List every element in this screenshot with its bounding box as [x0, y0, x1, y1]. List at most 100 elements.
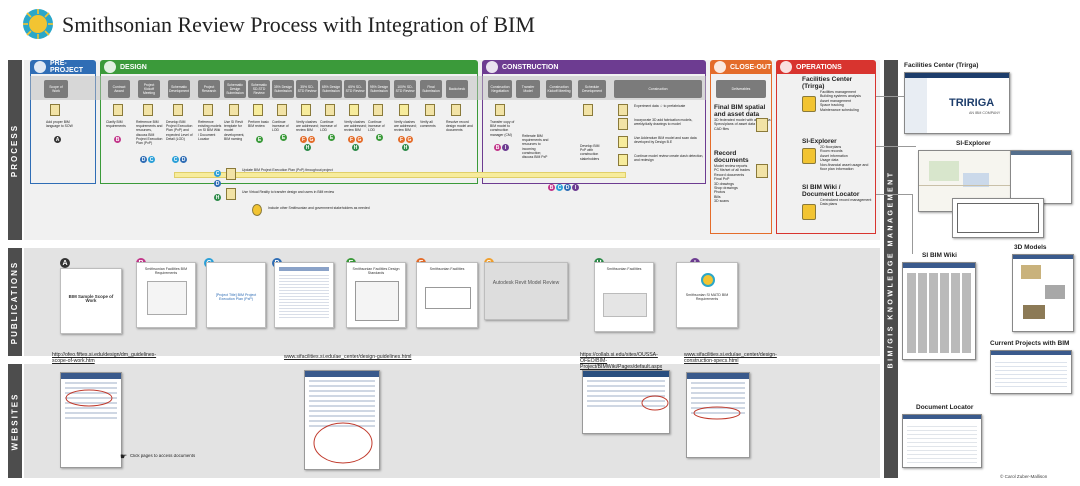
ref-badge-i: I [572, 184, 579, 191]
document-icon [277, 104, 287, 116]
ref-badge-b: B [114, 136, 121, 143]
pub-title: Smithsonian Facilities [429, 267, 465, 271]
current-projects-screenshot[interactable] [990, 350, 1072, 394]
pub-badge-a: A [60, 258, 70, 268]
note-virtual-reality: Use Virtual Reality to transfer design a… [242, 190, 335, 194]
document-icon [495, 104, 505, 116]
closeout-final-data: Final BIM spatial and asset data 3D fede… [714, 104, 772, 131]
note-develop-pxp: Develop BIM Project Execution Plan (PxP)… [166, 120, 193, 141]
phase-construction: CONSTRUCTION [482, 60, 706, 74]
ref-badge-f: F [300, 136, 307, 143]
step-construction-negotiation: Construction Negotiation [488, 80, 512, 98]
website-screenshot-bim-wiki[interactable] [582, 370, 670, 434]
note-use-revit-template: Use SI Revit template for model developm… [224, 120, 245, 141]
fc-item: Asset management [820, 98, 851, 103]
document-icon [229, 104, 239, 116]
hand-cursor-icon: ☛ [120, 452, 128, 461]
si-explorer-panel[interactable] [1010, 150, 1072, 204]
website-screenshot-sow[interactable] [60, 372, 122, 468]
publication-i[interactable]: Smithsonian SI MATD BIM Requirements [676, 262, 738, 328]
pub-title: Smithsonian Facilities BIM Requirements [144, 267, 188, 276]
ref-badge-b: B [494, 144, 501, 151]
ref-badge-c: C [148, 156, 155, 163]
sie-item: Usage data [820, 158, 839, 163]
km-current-projects-label: Current Projects with BIM [990, 340, 1070, 347]
trirga-screenshot[interactable]: TRIRIGA AN IBM COMPANY [904, 72, 1010, 134]
note-basic-bim-review: Perform basic BIM review [248, 120, 269, 129]
sie-item: Asset information [820, 153, 848, 158]
pub-title: Smithsonian SI MATD BIM Requirements [685, 293, 729, 302]
credit-text: © Carol Zuber-Mallison [1000, 474, 1048, 479]
closeout-frame [710, 74, 772, 234]
fc-item: Building systems analysis [820, 94, 861, 99]
wiki-item: Centralized record management [820, 198, 872, 202]
step-kickoff-meeting: Project Kickoff Meeting [138, 80, 160, 98]
publication-c[interactable]: [Project Title] BIM Project Execution Pl… [206, 262, 266, 328]
highlight-circle [65, 389, 113, 407]
publication-g[interactable]: Autodesk Revit Model Review [484, 262, 568, 320]
si-explorer-floorplan[interactable] [952, 198, 1044, 238]
note-stakeholders: Include other Smithsonian and government… [268, 206, 370, 210]
record-item: Model review reports [714, 164, 748, 168]
ref-badge-d: D [140, 156, 147, 163]
pub-title: BIM Sample Scope of Work [68, 294, 114, 304]
ref-badge-c: C [172, 156, 179, 163]
step-35-review: 35% SD-STD Review [296, 80, 318, 98]
3d-models-screenshot[interactable] [1012, 254, 1074, 332]
km-side-label: BIM/GIS KNOWLEDGE MANAGEMENT [884, 60, 898, 478]
publication-b[interactable]: Smithsonian Facilities BIM Requirements [136, 262, 196, 328]
pub-title: [Project Title] BIM Project Execution Pl… [215, 293, 257, 302]
note-update-pxp: Update BIM Project Execution Plan (PxP) … [242, 168, 333, 172]
trirga-logo-sub: AN IBM COMPANY [969, 111, 1001, 115]
step-100-review: 100% SD-STD Review [394, 80, 416, 98]
km-3d-models-label: 3D Models [1014, 244, 1047, 251]
connector-line [912, 194, 913, 254]
review-icon [349, 104, 359, 116]
note-addendum-model: Use Addendum BIM model and scan data dev… [634, 136, 697, 145]
phase-operations: OPERATIONS [776, 60, 876, 74]
bim-wiki-icon [802, 204, 816, 220]
page-title: Smithsonian Review Process with Integrat… [62, 12, 535, 37]
document-locator-screenshot[interactable] [902, 414, 982, 468]
url-scope-of-work[interactable]: http://ofeo.fiftes.si.edu/design/dm_guid… [52, 352, 157, 364]
final-data-title: Final BIM spatial and asset data [714, 104, 766, 118]
record-item: Shop drawings [714, 186, 738, 191]
step-construction-kickoff: Construction Kickoff Meeting [546, 80, 572, 98]
sie-item: Non-financial asset usage and floor plan… [820, 162, 869, 172]
pxp-timeline-bar [174, 172, 626, 178]
publication-a[interactable]: BIM Sample Scope of Work [60, 268, 122, 334]
review-icon [618, 136, 628, 148]
publication-d-table[interactable] [274, 262, 334, 328]
record-item: Bills [714, 194, 721, 199]
note-verify-clashes-65: Verify clashes are addressed; review BIM [344, 120, 367, 133]
step-final-submission: Final Submission [420, 80, 442, 98]
highlight-circle [693, 406, 741, 420]
document-icon [226, 168, 236, 180]
note-verify-comments: Verify all comments [420, 120, 436, 129]
url-design-guidelines[interactable]: www.sifacilities.si.edu/ae_center/design… [284, 354, 412, 360]
url-bim-wiki[interactable]: https://collab.si.edu/sites/OUSSA-OFEO/B… [580, 352, 663, 370]
review-icon [618, 154, 628, 166]
si-bim-wiki-screenshot[interactable] [902, 262, 976, 360]
connector-line [876, 96, 904, 97]
ref-badge-g: G [356, 136, 363, 143]
record-item: 3D scans [714, 199, 729, 204]
record-item: Final PxP [714, 177, 730, 182]
publication-e[interactable]: Smithsonian Facilities Design Standards [346, 262, 406, 328]
pub-title: Smithsonian Facilities Design Standards [352, 267, 400, 276]
publication-f[interactable]: Smithsonian Facilities [416, 262, 478, 328]
url-design-construction-specs[interactable]: www.sifacilities.si.edu/ae_center/design… [684, 352, 777, 364]
record-item: Record documents [714, 172, 745, 177]
ops-facilities-center: Facilities Center (Trirga) Facilities ma… [802, 76, 874, 112]
document-icon [618, 118, 628, 130]
ref-badge-e: E [376, 134, 383, 141]
record-item: PC file/set of all trades [714, 168, 750, 173]
publication-h[interactable]: Smithsonian Facilities [594, 262, 654, 332]
sie-item: Room records [820, 149, 843, 154]
note-record-design-model: Resolve record design model and document… [446, 120, 473, 133]
final-item: CAD files [714, 126, 729, 131]
note-develop-pxp-construction: Develop BIM PxP with construction stakeh… [580, 144, 600, 161]
ref-badge-a: A [54, 136, 61, 143]
ref-badge-i: I [502, 144, 509, 151]
review-icon [253, 104, 263, 116]
